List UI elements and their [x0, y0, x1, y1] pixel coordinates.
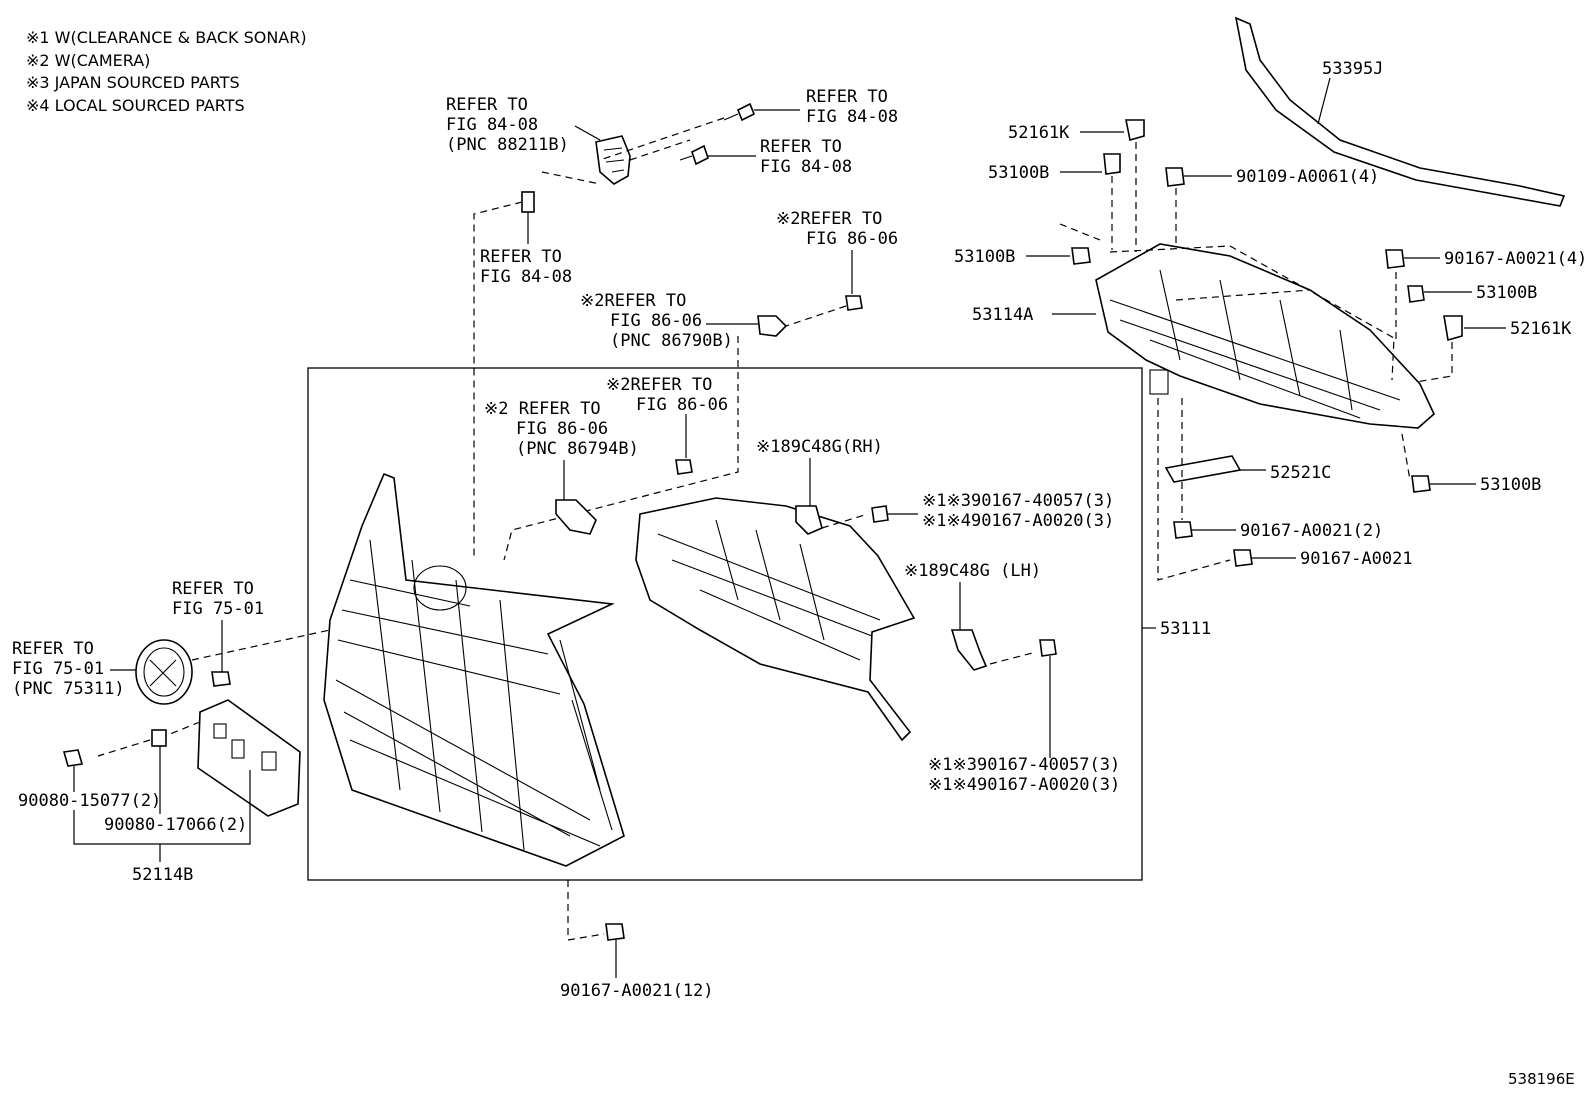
bolt-icon	[871, 505, 889, 523]
part-90167-a0021-2: 90167-A0021(2)	[1240, 521, 1383, 541]
ref-9-line-1: REFER TO	[172, 579, 254, 599]
ref-10-line-3: (PNC 75311)	[12, 679, 125, 699]
part-52114b: 52114B	[132, 865, 193, 885]
part-52161k-a: 52161K	[1008, 123, 1070, 143]
ref-10-line-2: FIG 75-01	[12, 659, 104, 679]
sensor-lh-icon	[950, 629, 988, 671]
part-90167-40057-bot: ※1※390167-40057(3)	[928, 755, 1120, 775]
part-52521c: 52521C	[1270, 463, 1331, 483]
bolt-icon	[1385, 249, 1405, 269]
ref-2-line-1: REFER TO	[806, 87, 888, 107]
camera-bracket-icon	[555, 499, 597, 535]
bolt-icon	[723, 102, 756, 122]
bolt-icon	[675, 459, 693, 475]
part-90167-40057-top: ※1※390167-40057(3)	[922, 491, 1114, 511]
part-89c48g-rh: ※189C48G(RH)	[756, 437, 883, 457]
part-53100b-c: 53100B	[1476, 283, 1537, 303]
ref-3-line-2: FIG 84-08	[760, 157, 852, 177]
clip-icon	[1407, 285, 1425, 303]
bolt-icon	[1039, 639, 1057, 657]
part-53114a: 53114A	[972, 305, 1033, 325]
note-4: ※4 LOCAL SOURCED PARTS	[26, 96, 245, 115]
weatherstrip-53395j	[1234, 16, 1566, 207]
ref-7-line-2: FIG 86-06	[636, 395, 728, 415]
nut-icon	[151, 729, 167, 747]
ref-2-line-2: FIG 84-08	[806, 107, 898, 127]
bolt-icon	[1173, 521, 1193, 539]
ref-1-line-1: REFER TO	[446, 95, 528, 115]
bolt-icon	[62, 749, 84, 767]
camera-icon	[757, 315, 788, 337]
part-53100b-a: 53100B	[988, 163, 1049, 183]
ref-5-line-2: FIG 86-06	[806, 229, 898, 249]
notes-legend: ※1 W(CLEARANCE & BACK SONAR) ※2 W(CAMERA…	[26, 28, 307, 115]
part-53395j: 53395J	[1322, 59, 1383, 79]
part-89c48g-lh: ※189C48G (LH)	[904, 561, 1041, 581]
emblem-icon	[135, 639, 193, 705]
clip-icon	[1103, 153, 1121, 175]
ref-8-line-3: (PNC 86794B)	[516, 439, 639, 459]
note-3: ※3 JAPAN SOURCED PARTS	[26, 73, 240, 92]
part-90167-a0020-top: ※1※490167-A0020(3)	[922, 511, 1114, 531]
ref-10-line-1: REFER TO	[12, 639, 94, 659]
ref-4-line-1: REFER TO	[480, 247, 562, 267]
diagram-id: 538196E	[1508, 1070, 1575, 1088]
bolt-icon	[605, 923, 625, 941]
ref-1-line-3: (PNC 88211B)	[446, 135, 569, 155]
bolt-icon	[211, 671, 231, 687]
front-grille	[323, 472, 625, 867]
part-90167-a0021: 90167-A0021	[1300, 549, 1413, 569]
ref-7-line-1: ※2REFER TO	[606, 375, 712, 395]
bolt-icon	[1165, 167, 1185, 187]
ref-4-line-2: FIG 84-08	[480, 267, 572, 287]
sensor-rh-icon	[795, 505, 823, 535]
part-53100b-d: 53100B	[1480, 475, 1541, 495]
bolt-icon	[679, 144, 709, 166]
clip-icon	[521, 191, 535, 213]
part-90080-15077: 90080-15077(2)	[18, 791, 161, 811]
ref-group-1: REFER TO FIG 84-08 (PNC 88211B)	[446, 95, 569, 155]
license-plate-bracket	[197, 699, 301, 817]
part-53100b-b: 53100B	[954, 247, 1015, 267]
bolt-icon	[845, 295, 863, 311]
bolt-icon	[1233, 549, 1253, 567]
part-90167-a0021-12: 90167-A0021(12)	[560, 981, 714, 1001]
ref-6-line-2: FIG 86-06	[610, 311, 702, 331]
spacer-52521c	[1164, 455, 1242, 483]
clip-icon	[1411, 475, 1431, 493]
sonar-sensor-icon	[595, 135, 631, 185]
ref-6-line-1: ※2REFER TO	[580, 291, 686, 311]
bumper-reinforcement-53114a	[1095, 243, 1435, 429]
part-90080-17066: 90080-17066(2)	[104, 815, 247, 835]
note-1: ※1 W(CLEARANCE & BACK SONAR)	[26, 28, 307, 47]
clip-icon	[1125, 119, 1145, 142]
ref-6-line-3: (PNC 86790B)	[610, 331, 733, 351]
ref-8-line-2: FIG 86-06	[516, 419, 608, 439]
part-53111: 53111	[1160, 619, 1211, 639]
part-90109-a0061: 90109-A0061(4)	[1236, 167, 1379, 187]
grille-mounting-panel	[635, 497, 916, 742]
ref-8-line-1: ※2 REFER TO	[484, 399, 601, 419]
part-90167-a0020-bot: ※1※490167-A0020(3)	[928, 775, 1120, 795]
note-2: ※2 W(CAMERA)	[26, 51, 150, 70]
part-52161k-b: 52161K	[1510, 319, 1572, 339]
grille-assembly-box	[307, 367, 1143, 881]
ref-1-line-2: FIG 84-08	[446, 115, 538, 135]
ref-5-line-1: ※2REFER TO	[776, 209, 882, 229]
part-90167-a0021-4: 90167-A0021(4)	[1444, 249, 1587, 269]
clip-icon	[1071, 247, 1091, 265]
clip-icon	[1443, 315, 1463, 342]
ref-3-line-1: REFER TO	[760, 137, 842, 157]
ref-9-line-2: FIG 75-01	[172, 599, 264, 619]
